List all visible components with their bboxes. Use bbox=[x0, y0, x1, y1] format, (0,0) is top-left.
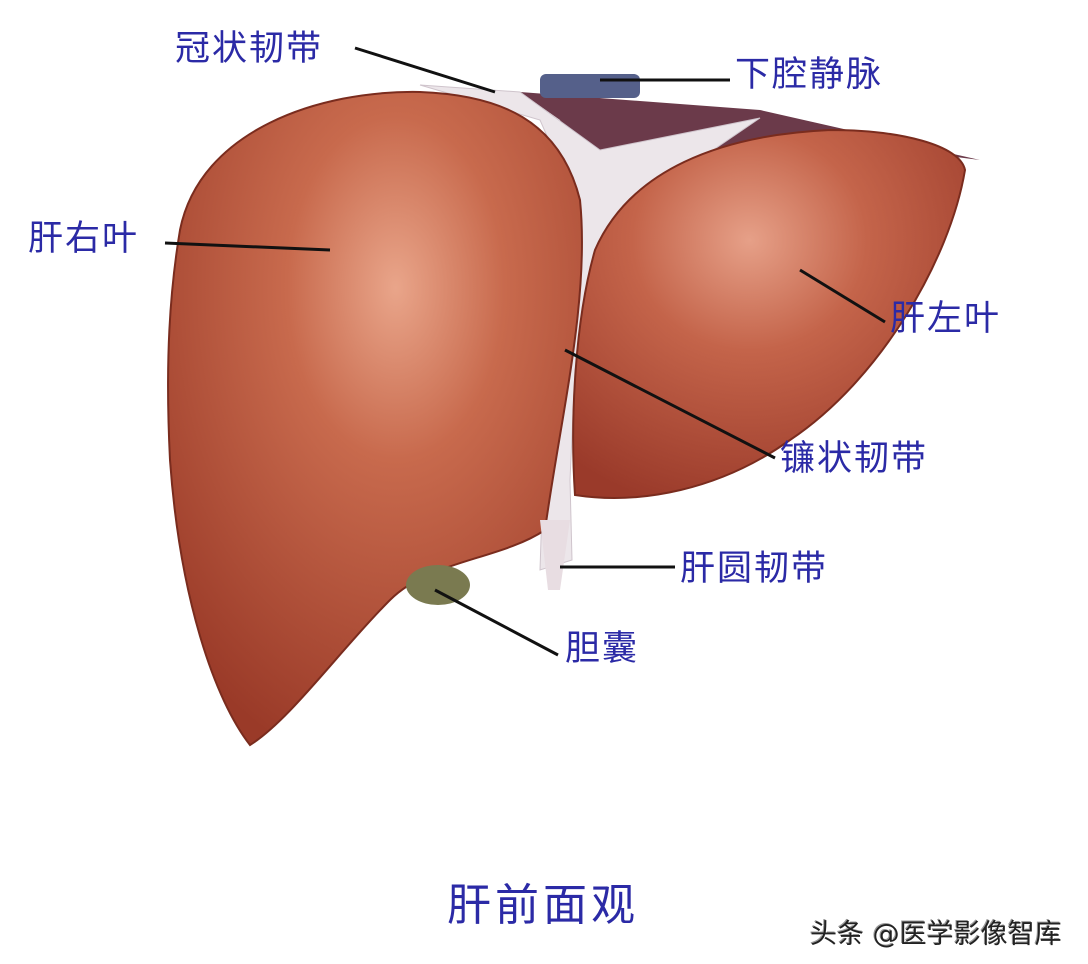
label-falciform-ligament: 镰状韧带 bbox=[780, 439, 929, 479]
inferior-vena-cava bbox=[540, 74, 640, 98]
round-ligament bbox=[540, 520, 570, 590]
label-left-lobe: 肝左叶 bbox=[890, 299, 1002, 339]
leader-gallbladder bbox=[434, 588, 559, 657]
leader-left-lobe bbox=[799, 268, 886, 324]
label-right-lobe: 肝右叶 bbox=[28, 219, 140, 259]
watermark: 头条 @医学影像智库 bbox=[810, 919, 1062, 950]
label-coronary-ligament: 冠状韧带 bbox=[175, 29, 324, 69]
right-lobe bbox=[167, 90, 583, 747]
leader-right-lobe bbox=[164, 241, 331, 252]
diagram-title: 肝前面观 bbox=[447, 880, 639, 931]
label-round-ligament: 肝圆韧带 bbox=[680, 549, 829, 589]
gallbladder bbox=[406, 565, 470, 605]
leader-coronary bbox=[354, 46, 496, 94]
label-gallbladder: 胆囊 bbox=[565, 629, 640, 669]
leader-falciform bbox=[564, 348, 776, 460]
label-inferior-vena-cava: 下腔静脉 bbox=[735, 55, 884, 95]
leader-lines bbox=[164, 46, 886, 657]
